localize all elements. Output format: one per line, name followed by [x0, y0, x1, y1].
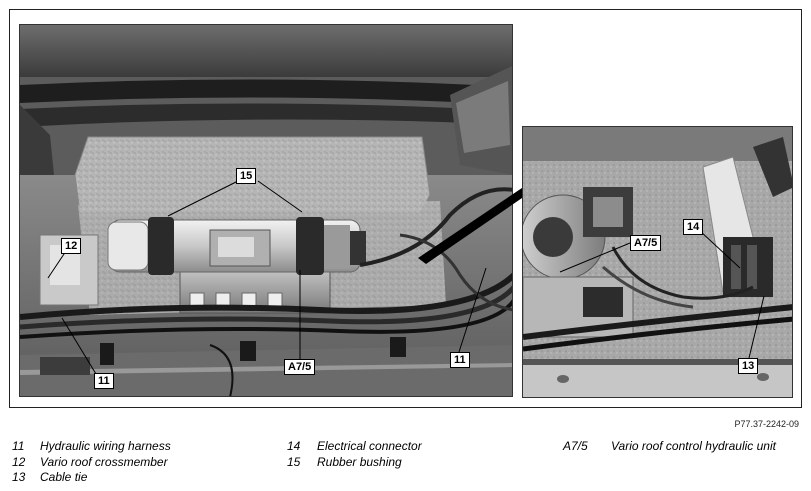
- callout-12: 12: [61, 238, 82, 254]
- callout-11-mid: 11: [450, 352, 470, 368]
- legend-number: 14: [287, 439, 301, 453]
- callout-11-left: 11: [94, 373, 114, 389]
- callout-15: 15: [236, 168, 257, 184]
- legend-column-3: A7/5 Vario roof control hydraulic unit: [563, 439, 776, 455]
- legend-item: 14 Electrical connector: [287, 439, 422, 455]
- legend-text: Rubber bushing: [317, 454, 402, 469]
- legend-item: 15 Rubber bushing: [287, 455, 422, 471]
- reference-code: P77.37-2242-09: [734, 419, 799, 429]
- callout-a75-inset: A7/5: [630, 235, 662, 251]
- legend-number: 15: [287, 454, 301, 469]
- legend-text: Vario roof crossmember: [40, 454, 168, 469]
- legend-column-2: 14 Electrical connector 15 Rubber bushin…: [287, 439, 422, 470]
- callout-13: 13: [738, 358, 759, 374]
- legend-item: A7/5 Vario roof control hydraulic unit: [563, 439, 776, 455]
- legend-number: 12: [12, 454, 26, 469]
- main-photo: [19, 24, 513, 397]
- legend-column-1: 11 Hydraulic wiring harness 12 Vario roo…: [12, 439, 171, 486]
- legend-text: Vario roof control hydraulic unit: [611, 439, 776, 453]
- legend-text: Hydraulic wiring harness: [40, 439, 171, 453]
- legend-number: A7/5: [563, 439, 588, 453]
- legend-item: 11 Hydraulic wiring harness: [12, 439, 171, 455]
- legend-number: 11: [12, 439, 25, 453]
- callout-a75-main: A7/5: [284, 359, 316, 375]
- legend-item: 12 Vario roof crossmember: [12, 455, 171, 471]
- main-photo-illustration: [20, 25, 512, 396]
- legend-number: 13: [12, 470, 26, 484]
- legend-text: Electrical connector: [317, 439, 422, 453]
- callout-14: 14: [683, 219, 704, 235]
- legend-item: 13 Cable tie: [12, 470, 171, 486]
- legend-text: Cable tie: [40, 470, 88, 484]
